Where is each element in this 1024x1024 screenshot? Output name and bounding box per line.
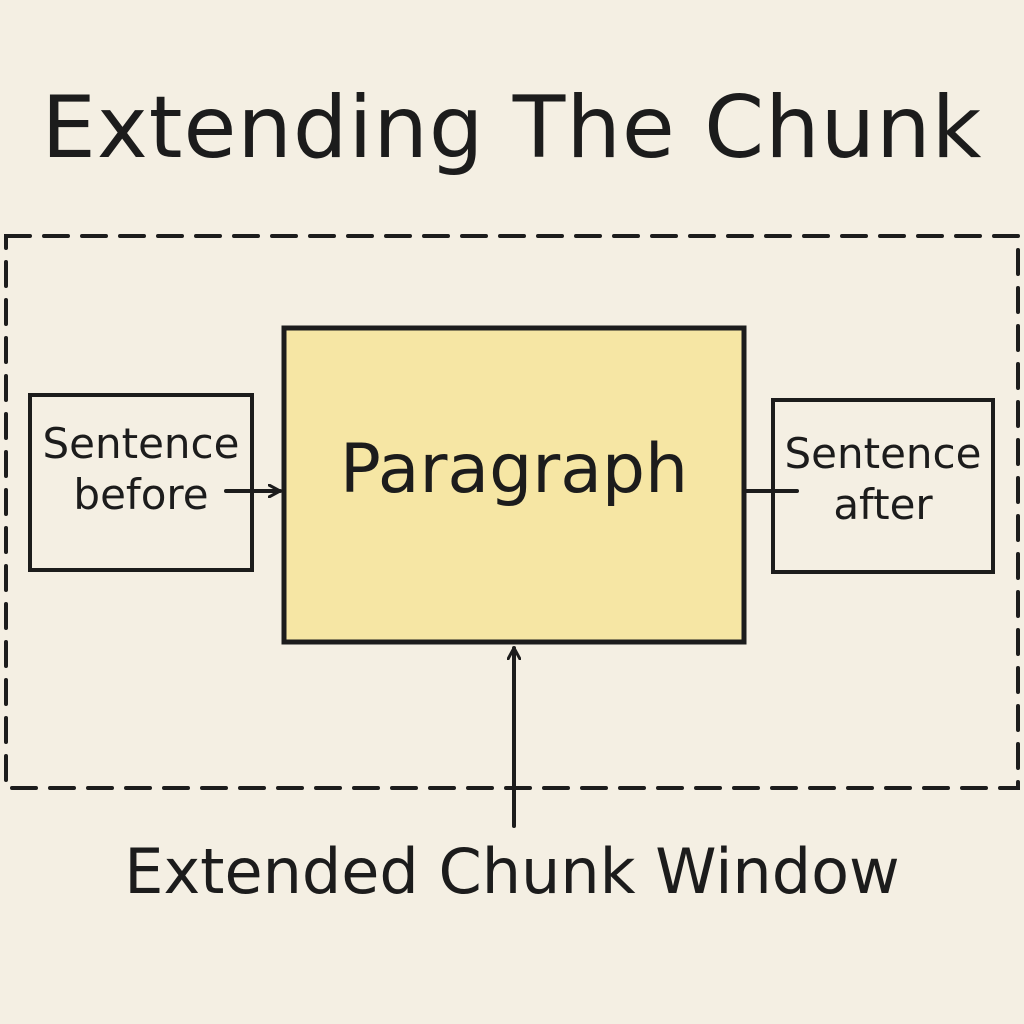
sentence-after-line1: Sentence	[784, 429, 982, 478]
sentence-before-label: Sentence before	[30, 418, 252, 520]
paragraph-label: Paragraph	[339, 430, 689, 509]
sentence-before-box	[28, 393, 254, 572]
sentence-after-label: Sentence after	[773, 428, 993, 530]
extended-window-caption: Extended Chunk Window	[124, 835, 900, 908]
sentence-after-box	[771, 398, 995, 574]
sentence-after-line2: after	[833, 480, 933, 530]
diagram-title: Extending The Chunk	[41, 78, 983, 178]
sentence-before-line2: before	[73, 470, 209, 520]
sentence-before-line1: Sentence	[42, 419, 240, 468]
paragraph-box	[281, 325, 747, 645]
